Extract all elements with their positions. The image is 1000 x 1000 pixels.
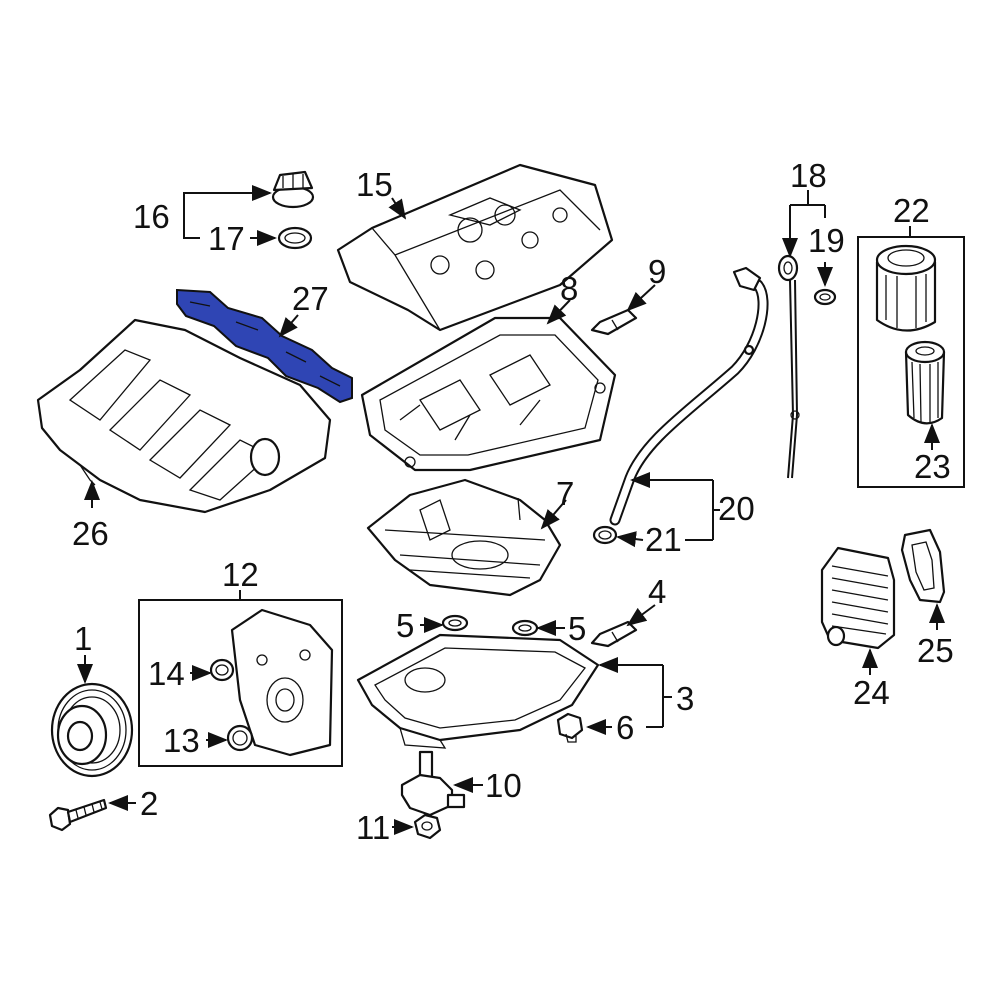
intake-gasket-part-27[interactable] <box>176 288 353 404</box>
callout-16: 16 <box>133 198 170 235</box>
callout-19: 19 <box>808 222 845 259</box>
callout-25: 25 <box>917 632 954 669</box>
callout-22: 22 <box>893 192 930 229</box>
oil-level-sensor-part-10[interactable] <box>400 750 466 817</box>
callout-8: 8 <box>560 270 578 307</box>
valve-cover-part-15[interactable] <box>336 163 614 332</box>
filter-element-part-23[interactable] <box>904 340 946 425</box>
filter-housing-part-22[interactable] <box>875 244 937 332</box>
drain-plug-part-6[interactable] <box>556 712 584 743</box>
callout-15: 15 <box>356 166 393 203</box>
dipstick-seal-part-19[interactable] <box>813 288 837 306</box>
sensor-part-4[interactable] <box>590 620 638 648</box>
callout-4: 4 <box>648 573 666 610</box>
callout-12: 12 <box>222 556 259 593</box>
callout-11: 11 <box>356 809 390 846</box>
oil-cap-part-16[interactable] <box>271 170 315 209</box>
washer-part-5-right[interactable] <box>511 619 539 637</box>
oil-cooler-part-24[interactable] <box>820 546 896 650</box>
nut-part-11[interactable] <box>413 813 442 840</box>
callout-labels: 1 2 3 4 5 5 6 7 8 9 10 11 12 13 14 15 16… <box>72 157 954 846</box>
callout-17: 17 <box>208 220 245 257</box>
callout-3: 3 <box>676 680 694 717</box>
oil-baffle-part-7[interactable] <box>366 478 562 597</box>
intake-manifold-part-26[interactable] <box>36 318 332 514</box>
callout-26: 26 <box>72 515 109 552</box>
sensor-part-9[interactable] <box>590 308 638 336</box>
callout-9: 9 <box>648 253 666 290</box>
oil-pan-part-3[interactable] <box>356 633 600 749</box>
callout-5-right: 5 <box>568 610 586 647</box>
callout-13: 13 <box>163 722 200 759</box>
callout-10: 10 <box>485 767 522 804</box>
callout-18: 18 <box>790 157 827 194</box>
timing-cover-part-12[interactable] <box>230 608 334 757</box>
tube-seal-part-21[interactable] <box>592 525 618 545</box>
dipstick-tube-part-20[interactable] <box>609 266 769 526</box>
seal-part-13[interactable] <box>226 724 254 752</box>
cap-seal-part-17[interactable] <box>277 226 313 250</box>
bedplate-part-8[interactable] <box>360 316 617 472</box>
callout-6: 6 <box>616 709 634 746</box>
cooler-gasket-part-25[interactable] <box>900 528 946 604</box>
callout-24: 24 <box>853 674 890 711</box>
dipstick-part-18[interactable] <box>777 254 800 479</box>
callout-27: 27 <box>292 280 329 317</box>
callout-21: 21 <box>645 521 682 558</box>
callout-14: 14 <box>148 655 185 692</box>
callout-5-left: 5 <box>396 607 414 644</box>
callout-1: 1 <box>74 620 92 657</box>
callout-20: 20 <box>718 490 755 527</box>
bolt-part-2[interactable] <box>48 798 108 832</box>
callout-23: 23 <box>914 448 951 485</box>
leader-lines <box>77 185 945 835</box>
pulley-part-1[interactable] <box>50 682 134 778</box>
callout-2: 2 <box>140 785 158 822</box>
callout-7: 7 <box>556 475 574 512</box>
seal-part-14[interactable] <box>209 658 235 682</box>
washer-part-5-left[interactable] <box>441 614 469 632</box>
